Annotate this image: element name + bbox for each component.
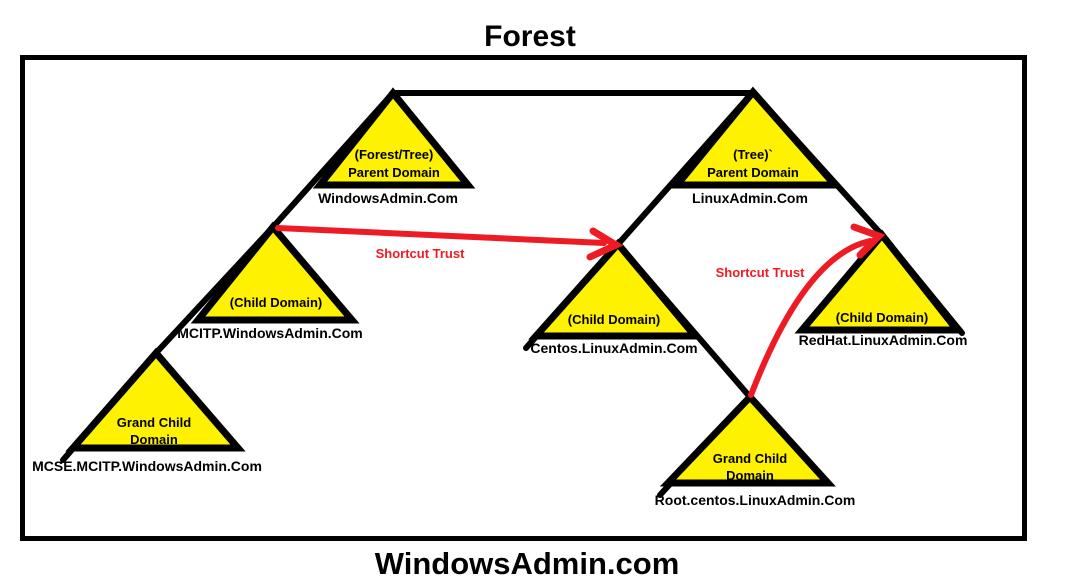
- domain-triangles: [65, 86, 965, 487]
- triangle-forest-root: [312, 87, 476, 189]
- centos-child-label: (Child Domain): [568, 312, 660, 327]
- forest-boundary-box: [20, 55, 1027, 541]
- triangle-centos-child: [528, 238, 703, 340]
- centos-child-fqdn: Centos.LinuxAdmin.Com: [530, 340, 697, 356]
- forest-root-label-line1: (Forest/Tree): [355, 147, 434, 162]
- redhat-child-label: (Child Domain): [836, 310, 928, 325]
- triangle-mcse-grandchild: [65, 347, 246, 452]
- trust-arrows: [275, 223, 886, 398]
- triangle-root-grandchild: [659, 391, 836, 487]
- root-grandchild-label-line1: Grand Child: [713, 451, 787, 466]
- diagram-title: Forest: [484, 20, 576, 53]
- trust-arrow-2-head: [850, 223, 886, 259]
- root-grandchild-fqdn: Root.centos.LinuxAdmin.Com: [655, 492, 856, 508]
- triangle-redhat-child: [794, 229, 965, 334]
- triangle-tree-root: [669, 86, 843, 189]
- forest-root-label-line2: Parent Domain: [348, 165, 440, 180]
- shortcut-trust-arrow-2: [748, 223, 886, 398]
- root-grandchild-label-line2: Domain: [726, 468, 774, 483]
- tree-root-label-line2: Parent Domain: [707, 165, 799, 180]
- mcse-grandchild-fqdn: MCSE.MCITP.WindowsAdmin.Com: [32, 458, 262, 474]
- tree-root-label-line1: (Tree)`: [733, 147, 773, 162]
- redhat-child-fqdn: RedHat.LinuxAdmin.Com: [799, 332, 968, 348]
- trust-arrow-1-head: [586, 227, 624, 261]
- diagram-footer: WindowsAdmin.com: [375, 546, 680, 581]
- trust-arrow-2-shaft: [748, 238, 873, 398]
- shortcut-trust-label-2: Shortcut Trust: [716, 265, 806, 280]
- mcitp-child-fqdn: MCITP.WindowsAdmin.Com: [177, 325, 363, 341]
- mcse-grandchild-label-line1: Grand Child: [117, 415, 191, 430]
- mcse-grandchild-label-line2: Domain: [130, 432, 178, 447]
- forest-root-fqdn: WindowsAdmin.Com: [318, 190, 458, 206]
- trust-arrow-1-shaft: [275, 225, 607, 246]
- tree-root-fqdn: LinuxAdmin.Com: [692, 190, 808, 206]
- triangle-mcitp-child: [190, 221, 360, 324]
- mcitp-child-label: (Child Domain): [230, 295, 322, 310]
- shortcut-trust-arrow-1: [275, 225, 624, 261]
- shortcut-trust-label-1: Shortcut Trust: [376, 246, 466, 261]
